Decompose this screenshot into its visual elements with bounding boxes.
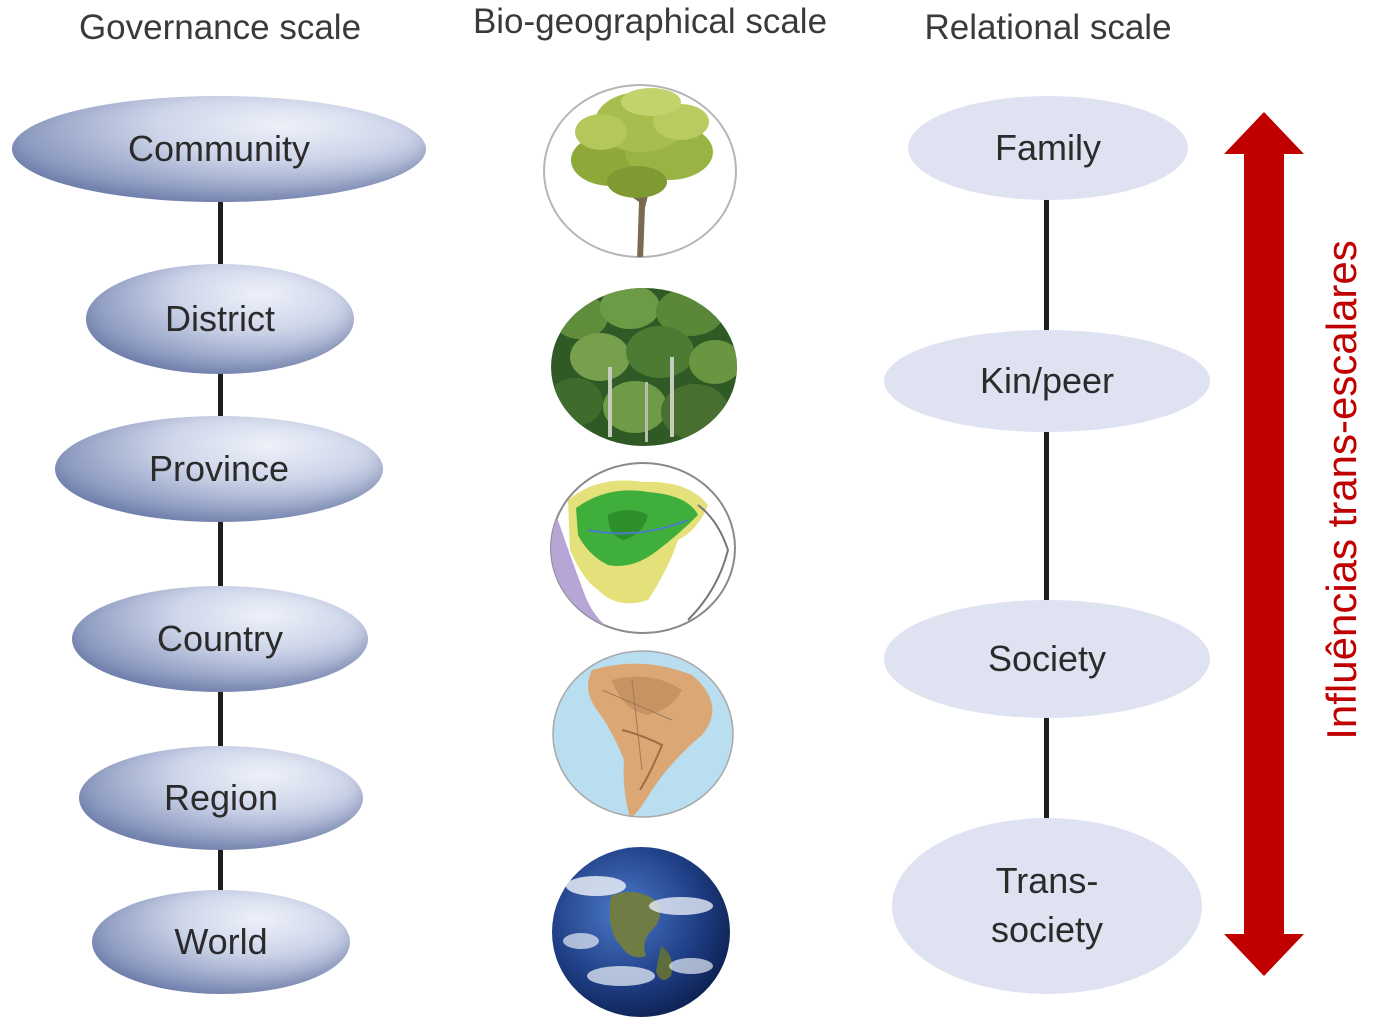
governance-connector: [218, 200, 223, 266]
earth-globe-icon: [552, 847, 730, 1017]
arrow-label: Influências trans-escalares: [1318, 240, 1366, 740]
governance-connector: [218, 520, 223, 588]
forest-icon: [551, 288, 737, 446]
governance-connector: [218, 848, 223, 892]
relational-connector: [1044, 428, 1049, 602]
governance-node-district: District: [86, 264, 354, 374]
relational-scale-title: Relational scale: [924, 8, 1172, 47]
relational-node-family: Family: [908, 96, 1188, 200]
governance-connector: [218, 690, 223, 750]
south-america-map-icon: [552, 650, 734, 818]
arrow-label-container: Influências trans-escalares: [1297, 170, 1373, 810]
relational-node-kin-peer: Kin/peer: [884, 330, 1210, 432]
relational-node-society: Society: [884, 600, 1210, 718]
tree-icon: [543, 84, 737, 258]
governance-node-country: Country: [72, 586, 368, 692]
governance-connector: [218, 372, 223, 418]
trans-scalar-double-arrow: [1224, 112, 1304, 976]
relational-connector: [1044, 198, 1049, 338]
relational-node-trans-society: Trans- society: [892, 818, 1202, 994]
governance-node-region: Region: [79, 746, 363, 850]
biogeographical-scale-title: Bio-geographical scale: [472, 2, 828, 41]
relational-connector: [1044, 714, 1049, 820]
governance-node-province: Province: [55, 416, 383, 522]
governance-node-community: Community: [12, 96, 426, 202]
governance-scale-title: Governance scale: [78, 8, 362, 47]
arrow-shape: [1224, 112, 1304, 976]
governance-node-world: World: [92, 890, 350, 994]
amazon-basin-map-icon: [550, 462, 736, 634]
